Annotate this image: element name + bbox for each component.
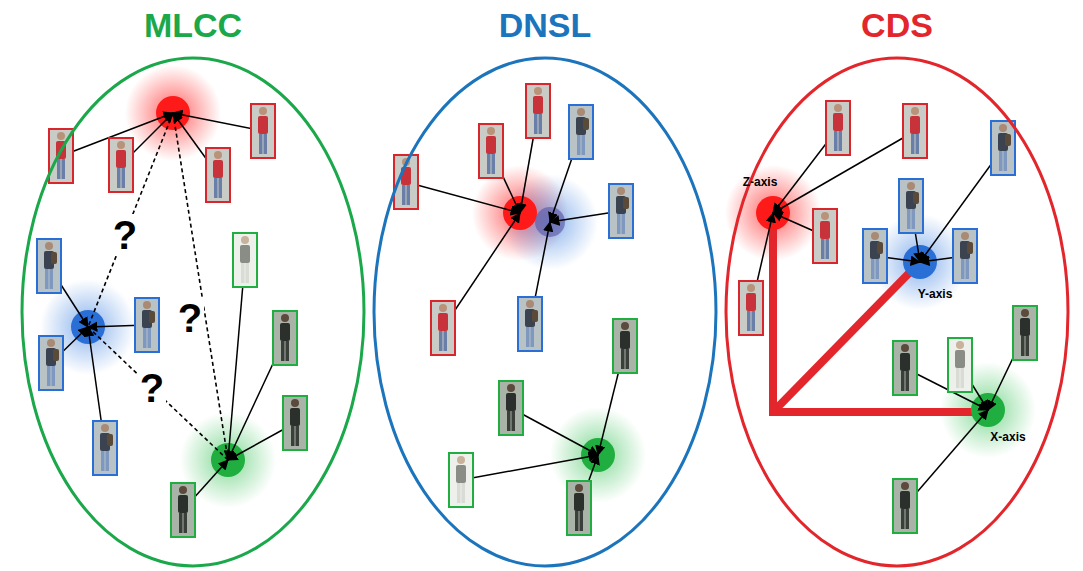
person-thumbnail — [36, 83, 1038, 538]
axis-label: Z-axis — [743, 176, 778, 188]
group-title: CDS — [861, 8, 933, 42]
axis-label: X-axis — [990, 431, 1025, 443]
cluster-glow — [40, 65, 1036, 508]
question-mark: ? — [138, 367, 166, 409]
group-ellipse: CDS — [724, 56, 1070, 568]
question-mark: ? — [176, 297, 204, 339]
class-center — [71, 96, 1005, 477]
ellipse-outline — [726, 58, 1068, 566]
ellipse-outline — [372, 56, 718, 568]
question-mark: ? — [111, 214, 139, 256]
group-ellipse: DNSL — [372, 56, 718, 568]
group-title: MLCC — [144, 8, 242, 42]
ellipse-outline — [374, 58, 716, 566]
sample-arrow — [49, 111, 1025, 510]
group-title: DNSL — [499, 8, 592, 42]
ellipse-outline — [22, 58, 364, 566]
ellipse-outline — [724, 56, 1070, 568]
axis-label: Y-axis — [918, 288, 953, 300]
axis-lines — [773, 222, 985, 412]
